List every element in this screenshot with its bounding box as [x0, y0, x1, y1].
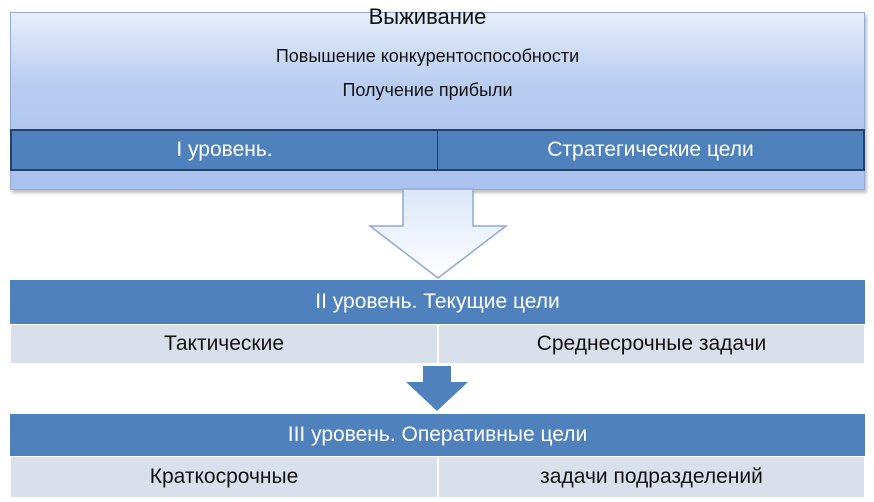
- level3-cell-right: задачи подразделений: [438, 456, 865, 498]
- level2-header: II уровень. Текущие цели: [10, 280, 865, 324]
- level1-bar-right: Стратегические цели: [437, 129, 865, 171]
- level3-cell-left: Краткосрочные: [10, 456, 438, 498]
- level1-title: Выживание: [368, 4, 487, 29]
- level2-cell-right: Среднесрочные задачи: [438, 324, 865, 364]
- level1-bar-left: I уровень.: [10, 129, 438, 171]
- level3-header: III уровень. Оперативные цели: [10, 414, 865, 456]
- level2-cell-left: Тактические: [10, 324, 438, 364]
- level1-item-competitiveness: Повышение конкурентоспособности: [275, 46, 580, 66]
- down-arrow-large-icon: [368, 188, 508, 279]
- down-arrow-small-icon: [406, 366, 468, 411]
- level1-item-profit: Получение прибыли: [342, 80, 513, 100]
